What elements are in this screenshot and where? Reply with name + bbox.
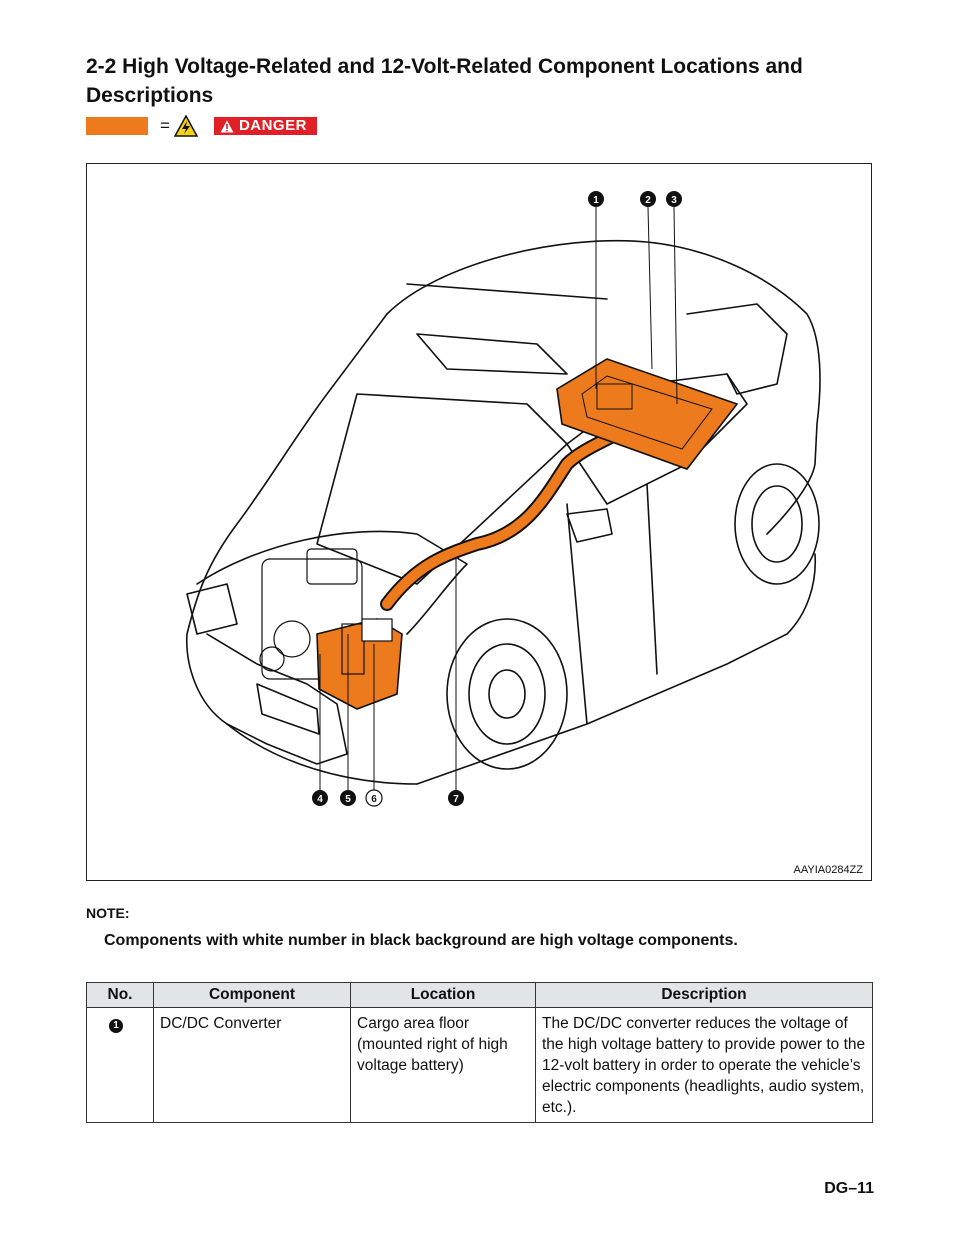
header-location: Location — [350, 982, 536, 1008]
vehicle-component-diagram: 1 2 3 4 5 6 7 AAYIA0284ZZ — [86, 163, 872, 881]
vehicle-illustration: 1 2 3 4 5 6 7 — [186, 191, 821, 807]
callout-3 — [666, 191, 682, 207]
cell-description: The DC/DC converter reduces the voltage … — [535, 1007, 873, 1123]
figure-code: AAYIA0284ZZ — [793, 864, 864, 876]
callout-2 — [640, 191, 656, 207]
cell-no: 1 — [86, 1007, 154, 1123]
high-voltage-warning-icon — [173, 114, 199, 137]
callout-6 — [365, 789, 383, 807]
section-title: 2-2 High Voltage-Related and 12-Volt-Rel… — [86, 55, 803, 107]
page-number: DG–11 — [824, 1180, 874, 1197]
cell-component: DC/DC Converter — [153, 1007, 351, 1123]
callout-5-number: 5 — [345, 794, 351, 805]
warning-triangle-icon — [220, 120, 234, 132]
header-component: Component — [153, 982, 351, 1008]
callout-7-number: 7 — [453, 794, 459, 805]
callout-markers: 1 2 3 4 5 6 7 — [312, 191, 682, 807]
callout-2-number: 2 — [645, 195, 651, 206]
callout-5 — [340, 790, 356, 806]
legend-equals: = — [160, 116, 170, 135]
table-header-row: No. Component Location Description — [86, 982, 873, 1008]
callout-6-number: 6 — [371, 794, 377, 805]
hazard-legend: = DANGER — [86, 114, 317, 137]
danger-label: DANGER — [238, 117, 307, 134]
header-no: No. — [86, 982, 154, 1008]
callout-1-number: 1 — [593, 195, 599, 206]
component-table: No. Component Location Description 1 DC/… — [86, 982, 873, 1123]
table-row: 1 DC/DC Converter Cargo area floor (moun… — [86, 1007, 873, 1123]
danger-badge: DANGER — [213, 117, 317, 135]
callout-4-number: 4 — [317, 794, 323, 805]
callout-3-number: 3 — [671, 195, 677, 206]
callout-7 — [448, 790, 464, 806]
header-description: Description — [535, 982, 873, 1008]
high-voltage-color-swatch — [86, 117, 148, 135]
note-text: Components with white number in black ba… — [104, 932, 738, 949]
cell-location: Cargo area floor (mounted right of high … — [350, 1007, 536, 1123]
callout-4 — [312, 790, 328, 806]
note-label: NOTE: — [86, 905, 130, 921]
row-number-badge: 1 — [109, 1019, 123, 1033]
callout-1 — [588, 191, 604, 207]
